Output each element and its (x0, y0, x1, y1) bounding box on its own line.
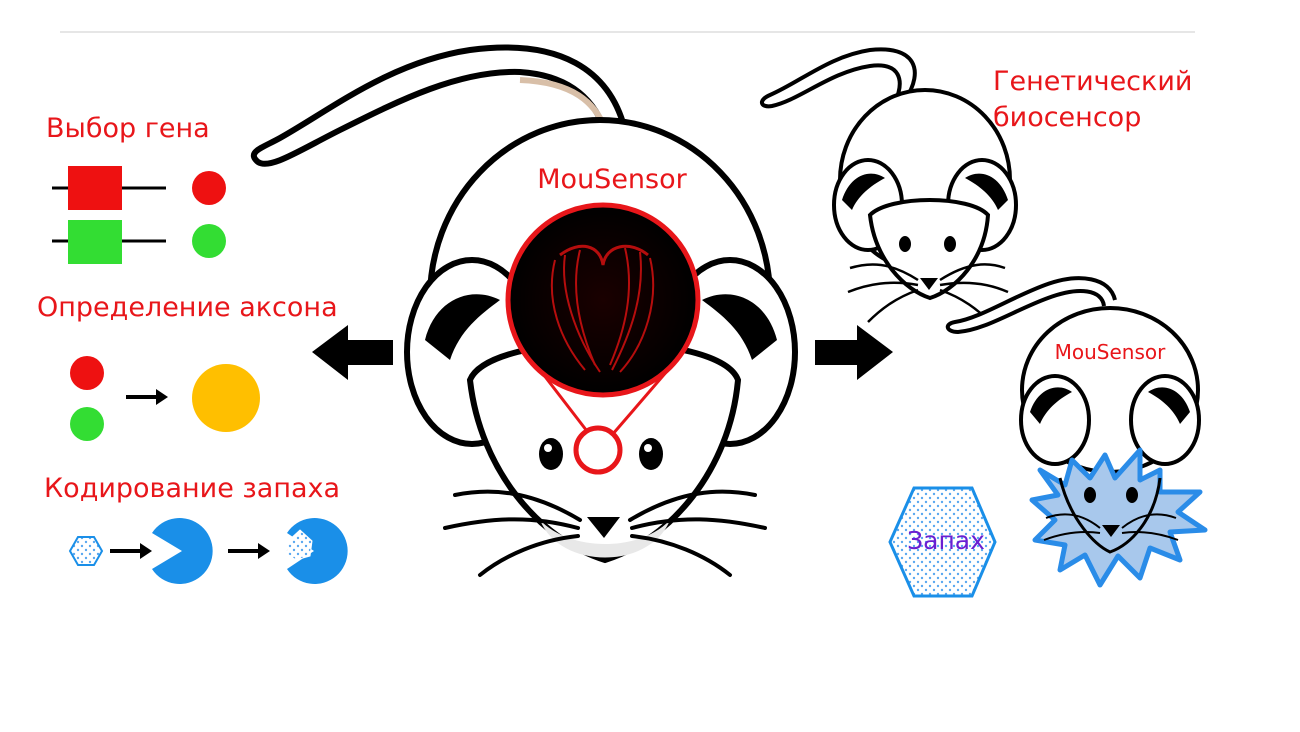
mouse-head (1058, 477, 1162, 554)
axon-dot-yellow (192, 364, 260, 432)
tail (945, 276, 1117, 335)
gene-choice-section: Выбор гена (46, 113, 226, 264)
head-shade (540, 520, 670, 558)
left-eye (899, 236, 911, 252)
arrow-right-icon (815, 325, 893, 380)
whiskers (443, 489, 767, 577)
genetic-biosensor-label-line1: Генетический (993, 66, 1192, 97)
left-ear-inner (425, 294, 500, 360)
left-eye (1084, 487, 1096, 503)
small-arrow-icon (126, 389, 168, 405)
biosensor-mouse-top (760, 47, 1018, 323)
axon-traces (550, 244, 655, 373)
axon-dot-red (70, 356, 104, 390)
fluorescence-burst-icon (1029, 447, 1208, 588)
genetic-biosensor-label-line2: биосенсор (993, 102, 1141, 133)
tail (250, 44, 628, 167)
right-eye (1126, 487, 1138, 503)
small-arrow-icon (110, 543, 152, 559)
odor-hexagon-large-icon (888, 486, 997, 598)
whiskers (1043, 513, 1179, 541)
receptor-pacman-open-icon (152, 518, 213, 584)
nose (1102, 525, 1120, 537)
brain-magnifier (505, 202, 701, 398)
bound-odor-icon (285, 529, 313, 561)
olfactory-bulb-circle (573, 425, 623, 475)
magnifier-line-right (610, 369, 670, 436)
arrow-left-icon (312, 325, 393, 380)
nose (920, 278, 938, 290)
magnifier-line-left (538, 369, 592, 436)
odor-hexagon-small-icon (68, 536, 104, 566)
odor-label: Запах (907, 526, 985, 555)
axon-detection-section: Определение аксона (37, 292, 338, 441)
odor-coding-section: Кодирование запаха (44, 473, 348, 584)
axon-dot-green (70, 407, 104, 441)
axon-detection-label: Определение аксона (37, 292, 338, 323)
gene-dot-green (192, 224, 226, 258)
biosensor-mouse-bottom: MouSensor (945, 276, 1208, 588)
right-eye (944, 236, 956, 252)
odor-coding-label: Кодирование запаха (44, 473, 340, 504)
tail (760, 47, 917, 109)
right-eye (639, 438, 663, 470)
gene-block-red (68, 166, 122, 210)
nose (587, 517, 620, 538)
right-ear-inner (702, 294, 777, 360)
small-arrow-icon (228, 543, 270, 559)
gene-block-green (68, 220, 122, 264)
gene-dot-red (192, 171, 226, 205)
odor-group: Запах (888, 486, 997, 598)
small-mouse-label: MouSensor (1055, 340, 1167, 364)
center-mouse: MouSensor (250, 44, 798, 577)
center-mouse-label: MouSensor (537, 164, 687, 195)
left-eye (539, 438, 563, 470)
gene-choice-label: Выбор гена (46, 113, 210, 144)
